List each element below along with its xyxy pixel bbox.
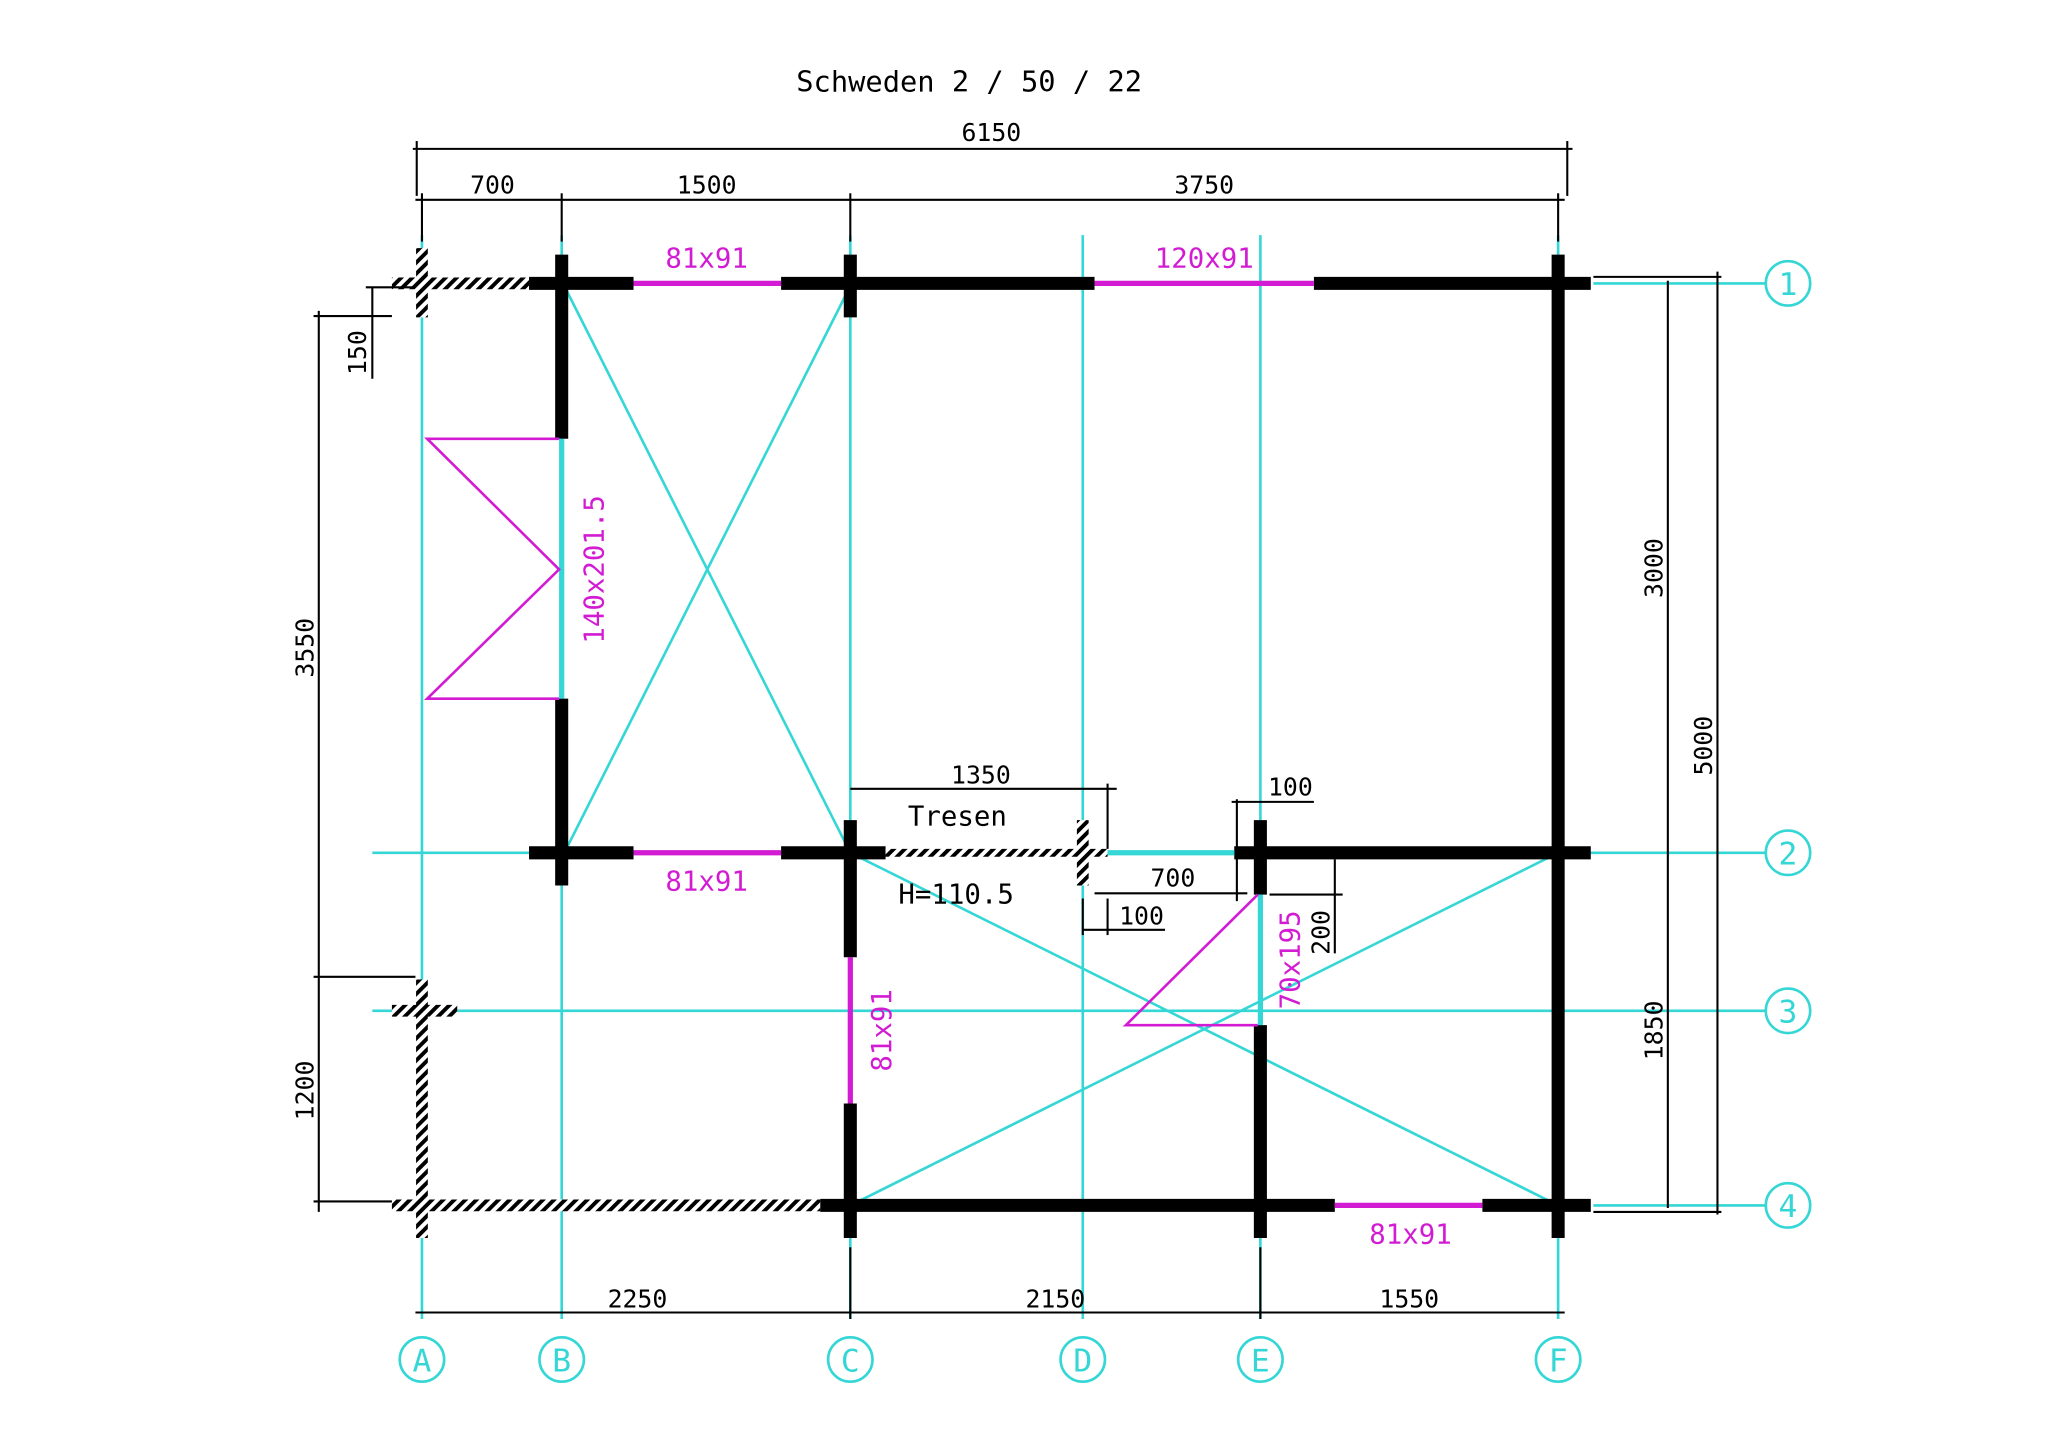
dim-top-a-b: 700 xyxy=(470,170,515,199)
tresen-label: Tresen xyxy=(908,801,1007,832)
grid-label-d: D xyxy=(1073,1343,1092,1379)
openings xyxy=(423,280,1483,1209)
walls xyxy=(391,248,1591,1239)
window-label-top-left: 81x91 xyxy=(665,244,748,275)
grid-label-3: 3 xyxy=(1779,995,1798,1031)
window-label-inner-c: 81x91 xyxy=(867,989,898,1072)
grid-label-a: A xyxy=(413,1343,432,1379)
grid-label-2: 2 xyxy=(1779,837,1798,873)
dimension-lines xyxy=(313,141,1722,1320)
dim-door-offset: 200 xyxy=(1307,910,1336,955)
grid-label-f: F xyxy=(1549,1343,1568,1379)
dim-bottom-c-e: 2150 xyxy=(1025,1284,1085,1313)
grid-label-1: 1 xyxy=(1779,267,1798,303)
grid-row-markers: 1 2 3 4 xyxy=(1764,259,1812,1229)
dim-gap-100-left: 100 xyxy=(1119,902,1164,931)
grid-label-c: C xyxy=(841,1343,860,1379)
dim-total-width: 6150 xyxy=(961,118,1021,147)
window-label-middle: 81x91 xyxy=(665,867,748,898)
dim-gap-700: 700 xyxy=(1150,864,1195,893)
door-label-inner: 70x195 xyxy=(1276,910,1307,1009)
dim-tresen-width: 1350 xyxy=(951,761,1011,790)
door-swing-inner xyxy=(1122,893,1259,1027)
plan-title: Schweden 2 / 50 / 22 xyxy=(796,64,1142,98)
dim-top-c-f: 3750 xyxy=(1174,170,1234,199)
door-label-left: 140x201.5 xyxy=(579,495,610,643)
grid-label-e: E xyxy=(1251,1343,1270,1379)
window-label-bottom-right: 81x91 xyxy=(1369,1219,1452,1250)
dim-left-lower: 1200 xyxy=(291,1061,320,1121)
dim-bottom-e-f: 1550 xyxy=(1379,1284,1439,1313)
dim-right-2-4: 1850 xyxy=(1640,1001,1669,1061)
grid-column-markers: A B C D E F xyxy=(398,1335,1582,1384)
dim-gap-100-right: 100 xyxy=(1268,772,1313,801)
dim-bottom-a-c: 2250 xyxy=(608,1284,668,1313)
dim-left-offset: 150 xyxy=(343,330,372,375)
dim-right-1-2: 3000 xyxy=(1640,538,1669,598)
dim-left-upper: 3550 xyxy=(291,618,320,678)
door-swing-left xyxy=(423,437,561,700)
dim-top-b-c: 1500 xyxy=(677,170,737,199)
dim-right-total: 5000 xyxy=(1689,716,1718,776)
grid-label-b: B xyxy=(552,1343,571,1379)
tresen-height-label: H=110.5 xyxy=(898,880,1014,911)
window-label-top-right: 120x91 xyxy=(1155,244,1254,275)
grid-label-4: 4 xyxy=(1779,1189,1798,1225)
